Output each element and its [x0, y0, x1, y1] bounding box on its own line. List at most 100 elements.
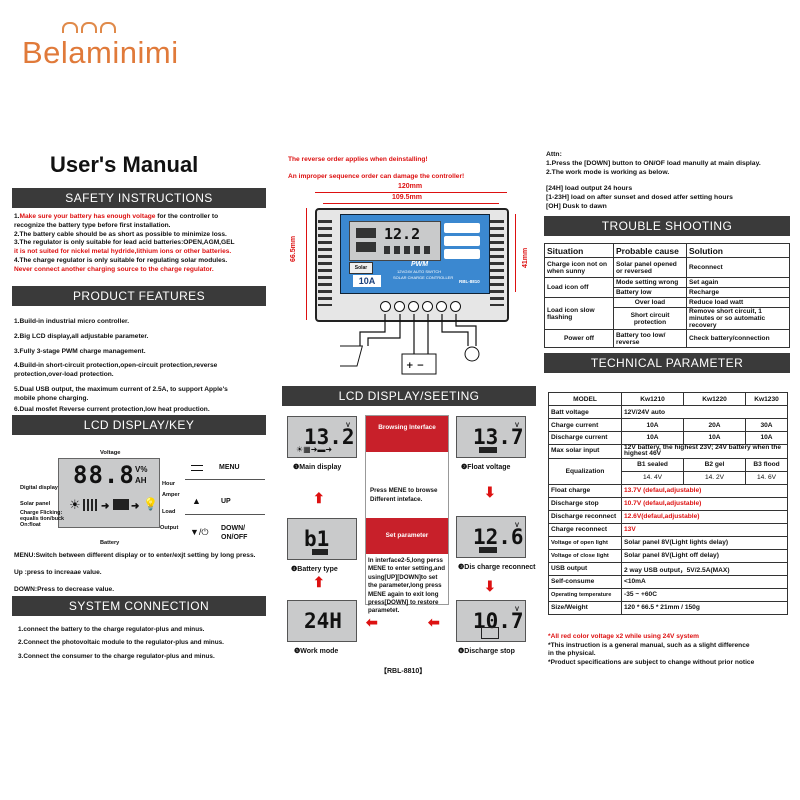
- screen-main: 13.2 V ☀▦➜▬➜: [287, 416, 357, 458]
- caption-ds: ❻Discharge stop: [458, 648, 515, 655]
- seeting-header: LCD DISPLAY/SEETING: [282, 386, 536, 406]
- solar-panel-icon-2: [340, 345, 363, 367]
- screen-battery-value: b1: [304, 527, 330, 551]
- face-rating: 10A: [353, 275, 381, 287]
- warn-deinstall: The reverse order applies when deinstall…: [288, 156, 428, 163]
- wiring-diagram: + −: [340, 314, 480, 375]
- tech-header: TECHNICAL PARAMETER: [544, 353, 790, 373]
- terminal-5: [436, 301, 447, 312]
- key-list: MENU ▲ UP ▼/⏻ DOWN/ ON/OFF: [185, 458, 265, 546]
- key-down-label: DOWN/ ON/OFF: [221, 525, 248, 541]
- warn-sequence: An improper sequence order can damage th…: [288, 173, 465, 180]
- solar-panel-icon: [83, 499, 97, 511]
- terminal-3: [408, 301, 419, 312]
- arrow-left-icon: ⬅: [366, 614, 378, 630]
- info-panel: Browsing Interface Press MENE to browse …: [365, 415, 449, 614]
- sun-icon: ☀: [69, 497, 81, 512]
- label-output: Output: [160, 525, 179, 531]
- lcd-display-panel: 88.8 V% AH ☀ ➜ ➜ 💡: [58, 458, 160, 528]
- face-sub: 12V/24V AUTO SWITCH: [397, 269, 442, 274]
- bulb-icon: 💡: [143, 497, 158, 511]
- lcd-units-ah: AH: [135, 476, 147, 485]
- brand-name: Belaminimi: [22, 35, 179, 70]
- label-battery: Battery: [100, 540, 120, 546]
- th-cause: Probable cause: [613, 243, 687, 258]
- features-list: 1.Build-in industrial micro controller. …: [14, 318, 228, 413]
- controller-button-up[interactable]: [444, 236, 480, 246]
- brand-mark-icon: [62, 22, 179, 33]
- dim-face: 41mm: [522, 247, 529, 268]
- battery-icon-2: [401, 353, 437, 375]
- down-key-icon[interactable]: ▼/⏻: [190, 527, 209, 537]
- menu-key-icon[interactable]: [191, 465, 203, 471]
- browse-title: Browsing Interface: [366, 416, 448, 452]
- terminal-6: [450, 301, 461, 312]
- controller-button-down[interactable]: [444, 249, 480, 259]
- brand-logo: Belaminimi: [22, 22, 179, 71]
- system-list: 1.connect the battery to the charge regu…: [18, 626, 224, 660]
- arrow-down-icon-2: ⬇: [484, 578, 496, 594]
- caption-work: ❺Work mode: [294, 648, 339, 655]
- system-header: SYSTEM CONNECTION: [12, 596, 266, 616]
- browse-text: Press MENE to browse Different inteface.: [370, 487, 438, 503]
- table-row: Self-consume<10mA: [548, 574, 788, 589]
- key-up-label: UP: [221, 498, 231, 505]
- manual-title: User's Manual: [50, 152, 199, 177]
- lamp-icon: [464, 346, 480, 362]
- trouble-header: TROUBLE SHOOTING: [544, 216, 790, 236]
- lcd-digits: 88.8: [73, 461, 135, 489]
- face-pwm: PWM: [411, 261, 429, 268]
- lcd-key-header: LCD DISPLAY/KEY: [12, 415, 266, 435]
- svg-text:+ −: + −: [406, 361, 424, 371]
- set-text: In interface2-5,long perss MENE to enter…: [368, 557, 446, 615]
- up-key-icon[interactable]: ▲: [192, 496, 201, 506]
- th-solution: Solution: [686, 243, 790, 258]
- heatsink-left: [318, 220, 332, 306]
- th-situation: Situation: [544, 243, 614, 258]
- dim-inner: 109.5mm: [392, 194, 422, 201]
- controller-button-menu[interactable]: [444, 223, 480, 233]
- battery-icon: [113, 499, 129, 510]
- dim-outer: 120mm: [398, 183, 423, 190]
- screen-dre-value: 12.6: [473, 525, 524, 549]
- usb-port: Solar: [349, 262, 373, 274]
- face-sub2: SOLAR CHARGE CONTROLLER: [393, 275, 454, 280]
- arrow-icon: ➜: [101, 501, 110, 512]
- notes: *All red color voltage x2 while using 24…: [548, 633, 755, 666]
- label-hour: Hour: [162, 481, 176, 487]
- label-solar: Solar panel: [20, 501, 51, 507]
- arrow-down-icon: ⬇: [484, 484, 496, 500]
- caption-dre: ❸Dis charge reconnect: [458, 564, 536, 571]
- safety-text: 1.Make sure your battery has enough volt…: [14, 213, 235, 273]
- screen-battery: b1: [287, 518, 357, 560]
- table-row: Operating temperature-35 ~ +60C: [548, 587, 788, 602]
- attn-text: Attn: 1.Press the [DOWN] button to ON/OF…: [546, 151, 761, 210]
- terminal-2: [394, 301, 405, 312]
- set-title: Set parameter: [366, 518, 448, 554]
- model-tag: 【RBL-8810】: [380, 668, 427, 675]
- screen-main-icons: ☀▦➜▬➜: [296, 445, 333, 454]
- screen-float: 13.7 V: [456, 416, 526, 458]
- controller-face: 12.2 Solar PWM 12V/24V AUTO SWITCH SOLAR…: [340, 214, 490, 294]
- lcd-units-v: V%: [135, 465, 148, 474]
- caption-main: ❶Main display: [293, 464, 342, 471]
- screen-work: 24H: [287, 600, 357, 642]
- label-amper: Amper: [162, 492, 180, 498]
- label-voltage: Voltage: [100, 450, 121, 456]
- arrow-up-icon-2: ⬆: [313, 574, 325, 590]
- arrow-icon-2: ➜: [131, 501, 140, 512]
